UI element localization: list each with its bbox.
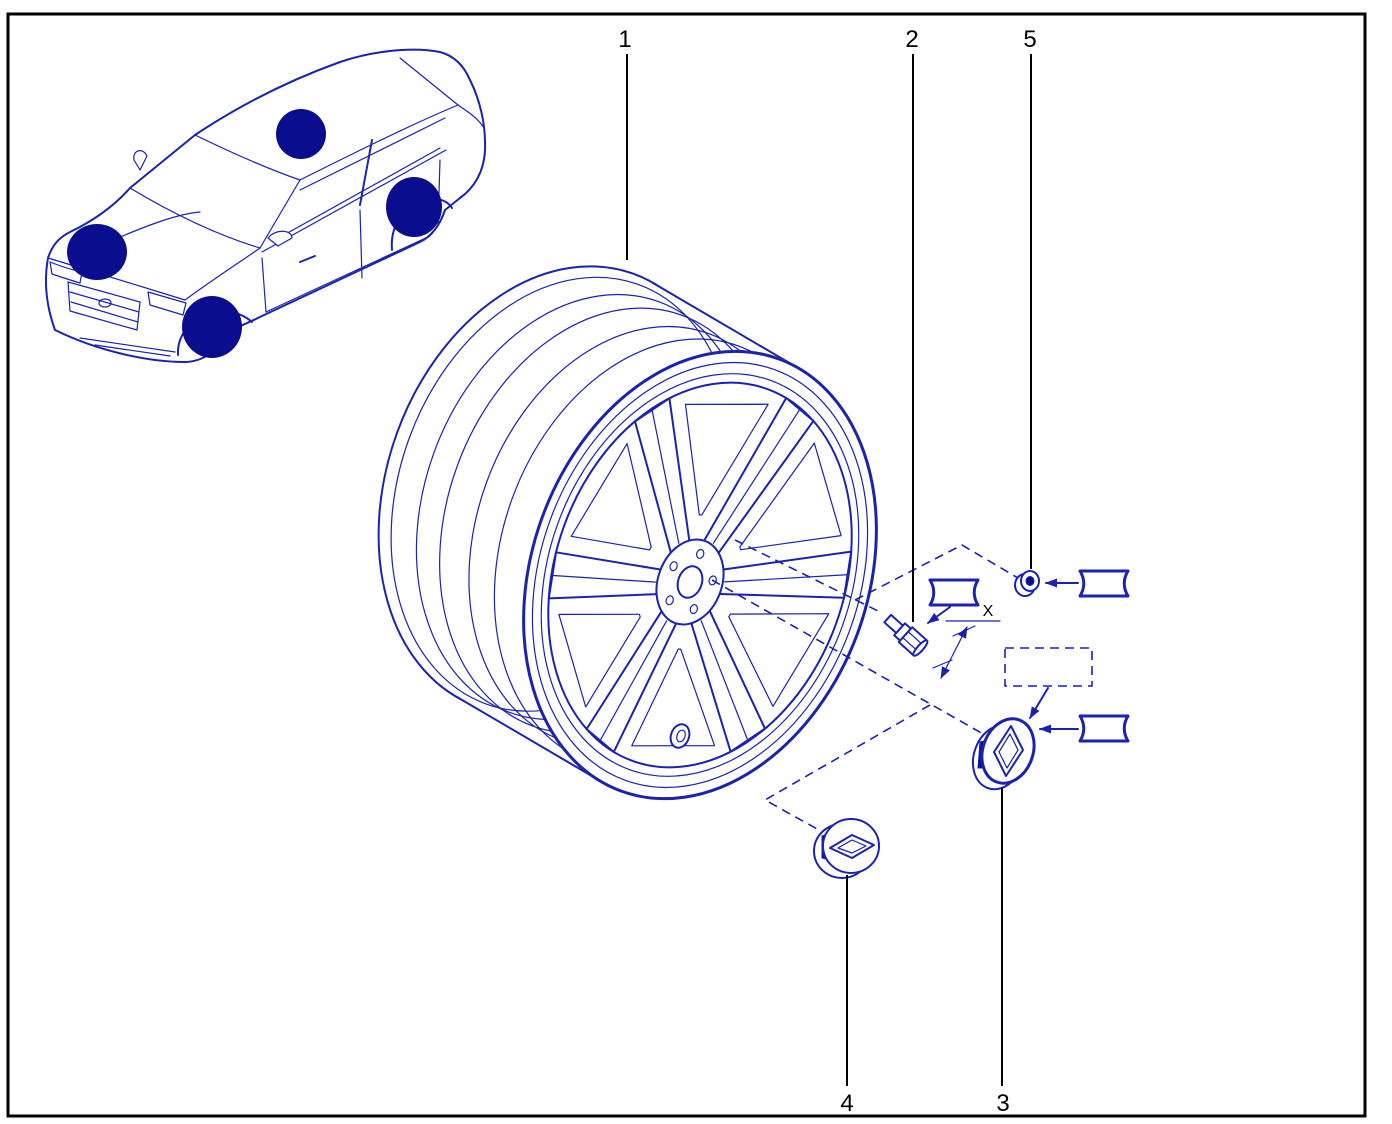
- car-windshield-top: [194, 134, 301, 181]
- rim-face-ring: [540, 373, 860, 777]
- callouts: 1 2 5 4 3: [618, 26, 1036, 1117]
- wheel-spoke-ridge: [550, 574, 657, 583]
- torque-symbol-nut: [1078, 569, 1130, 598]
- car-grille-slat: [70, 301, 139, 323]
- wheel-location-marker-rear-near: [386, 177, 442, 237]
- wheel-location-marker-front-near: [182, 296, 242, 358]
- car-grille-slat: [69, 291, 140, 313]
- cap-3-face: [980, 717, 1036, 785]
- car-belt-line: [261, 149, 447, 253]
- cap-3-emblem: [993, 725, 1024, 777]
- car-trunk-edge: [457, 104, 485, 129]
- wheel-spoke-ridge: [651, 408, 680, 544]
- callout-3: 3: [996, 1090, 1009, 1117]
- assembly-line-cap-3: [711, 579, 986, 736]
- car-rear-window: [399, 57, 459, 106]
- wheel-location-marker-front-far: [67, 224, 127, 280]
- nut-hole: [1025, 576, 1035, 586]
- cap-4-emblem: [829, 834, 875, 859]
- wheel-spoke-ridge: [598, 620, 668, 743]
- car-headlight-right: [147, 291, 187, 316]
- wheel-window: [570, 443, 652, 551]
- car-hood-crease: [184, 247, 261, 301]
- dimension-tick: [932, 659, 953, 669]
- car-emblem: [98, 298, 112, 308]
- wheel-window: [558, 613, 641, 708]
- torque-arrow-bolt: [927, 606, 951, 624]
- wheel-bolt-hole: [695, 548, 705, 559]
- car-b-pillar: [359, 139, 373, 206]
- car-lower-intake: [79, 337, 176, 353]
- wheel-bolt: [883, 613, 929, 657]
- callout-4: 4: [840, 1090, 853, 1117]
- rim-face-ring: [531, 361, 869, 789]
- car-a-pillar: [259, 179, 301, 249]
- wheel-window: [728, 613, 830, 708]
- dimension-label: X: [983, 603, 994, 620]
- optional-symbol-box: [1004, 647, 1093, 687]
- car-windshield-base: [129, 187, 261, 249]
- rim-inner-edge: [547, 381, 853, 769]
- callout-2: 2: [905, 26, 918, 53]
- car-window-bottom: [274, 147, 441, 241]
- wheel-window: [684, 403, 769, 516]
- car-headlight-left: [49, 261, 83, 284]
- bolt-head-end: [912, 639, 929, 657]
- center-cap-3: [971, 717, 1036, 791]
- cap-4-face: [822, 818, 880, 874]
- wheel-bolt-hole: [669, 561, 678, 572]
- wheel-window: [739, 442, 842, 551]
- wheel-spoke-ridge: [700, 620, 749, 743]
- valve-hole: [669, 723, 691, 749]
- dimension-tick: [952, 625, 976, 637]
- car-door-handle-front: [299, 255, 316, 263]
- car-sill-line: [265, 235, 431, 313]
- car-lower-intake: [94, 344, 171, 357]
- cap-3-emblem-inner: [998, 733, 1019, 769]
- torque-symbol-bolt: [928, 578, 980, 607]
- rim-face-details: [531, 361, 869, 789]
- wheel-rim: [377, 265, 878, 801]
- optional-symbol-arrow: [1029, 687, 1049, 719]
- callout-1: 1: [618, 26, 631, 53]
- wheel-center-bore: [676, 565, 704, 599]
- car-window-top: [299, 117, 446, 191]
- car-roof-edge: [299, 104, 459, 181]
- cap-4-emblem-inner: [837, 839, 867, 854]
- car-mirror-far: [133, 150, 148, 171]
- rim-barrel-top-edge: [652, 282, 799, 369]
- diagram-frame: [6, 12, 1367, 1118]
- wheel-spoke-ridge: [712, 407, 802, 544]
- torque-symbol-cap: [1078, 714, 1130, 743]
- nut: [1014, 570, 1040, 597]
- valve-hole-inner: [676, 729, 686, 743]
- car-rear-door-line: [359, 209, 363, 279]
- dimension-x: X: [932, 603, 1001, 679]
- car-hood-front-edge: [47, 257, 186, 301]
- car-grille: [67, 281, 141, 331]
- assembly-line-nut: [854, 544, 1019, 601]
- assembly-line-bolt: [734, 539, 881, 613]
- wheel-window: [631, 648, 716, 747]
- dimension-line: [940, 626, 968, 679]
- wheel-bolt-hole: [665, 595, 674, 606]
- wheel-spoke-ridge: [723, 573, 850, 583]
- wheel-bolt-hole: [689, 604, 699, 615]
- center-cap-4: [813, 818, 880, 879]
- assembly-line-cap-4: [763, 704, 931, 836]
- rim-barrel-bottom-edge: [456, 696, 603, 783]
- car-location-view: [45, 48, 487, 363]
- car-front-door-line: [261, 257, 267, 313]
- wheel-location-marker-rear-far: [276, 109, 326, 159]
- callout-5: 5: [1023, 26, 1036, 53]
- car-mirror-near: [267, 230, 293, 247]
